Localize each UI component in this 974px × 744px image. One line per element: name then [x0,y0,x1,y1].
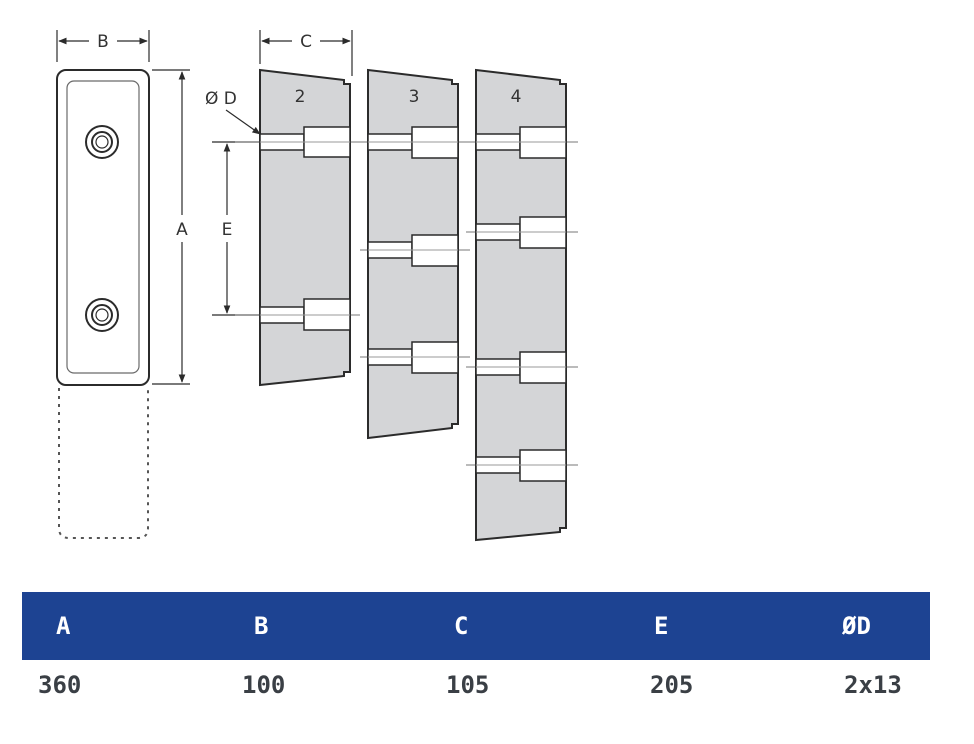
dimension-b-label: B [97,32,109,52]
side-view-3: 3 [360,68,470,440]
side-view-2-label: 2 [295,87,306,107]
bolt-bore [360,341,470,374]
header-c: C [454,612,469,640]
bolt-bore [360,234,470,267]
value-d: 2x13 [844,671,902,699]
dimension-b: B [56,30,150,62]
front-view [56,69,150,539]
dimension-d: Ø D [205,89,261,135]
bolt-bore [360,126,470,159]
dimension-c-label: C [300,32,312,52]
spec-table-row: 360 100 105 205 2x13 [22,660,930,710]
bolt-bore [235,126,360,158]
extension-dotted-outline [58,388,149,539]
mounting-hole-top [85,125,119,159]
dimension-a: A [152,69,190,385]
side-view-3-label: 3 [409,87,420,107]
value-a: 360 [38,671,82,699]
header-d: ØD [842,612,871,640]
dimension-d-label: Ø D [205,89,237,109]
value-b: 100 [242,671,286,699]
spec-table-header: A B C E ØD [22,592,930,660]
value-c: 105 [446,671,490,699]
dimension-c: C [259,30,353,76]
bolt-bore [235,298,360,331]
spec-table: A B C E ØD 360 100 105 205 2x13 [22,592,930,710]
bolt-bore [466,126,578,159]
value-e: 205 [650,671,694,699]
bolt-bore [466,449,578,482]
header-b: B [254,612,269,640]
dimension-a-label: A [176,220,188,240]
technical-drawing: B A E C Ø D 2 [56,30,578,542]
plate-outline [56,69,150,386]
side-view-4: 4 [466,68,578,542]
bolt-bore [466,216,578,249]
bolt-bore [466,351,578,384]
plate-inner-outline [66,80,140,374]
dimension-e-label: E [222,220,233,240]
header-e: E [654,612,669,640]
header-a: A [56,612,71,640]
mounting-hole-bottom [85,298,119,332]
side-view-2: 2 [235,68,360,387]
side-view-4-label: 4 [511,87,522,107]
